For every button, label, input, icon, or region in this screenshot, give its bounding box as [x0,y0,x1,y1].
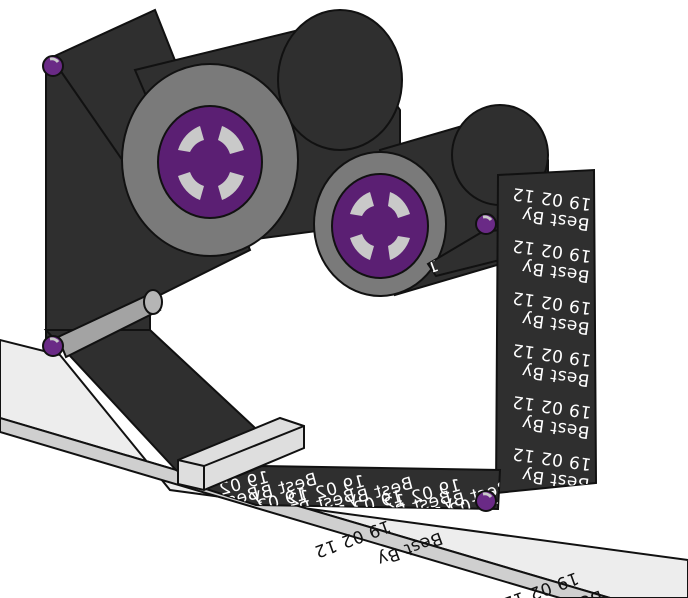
ribbon-negative-date: 19 02 12 [511,495,593,526]
takeup-roll-hub [332,174,428,278]
supply-roll-hub [158,106,262,218]
